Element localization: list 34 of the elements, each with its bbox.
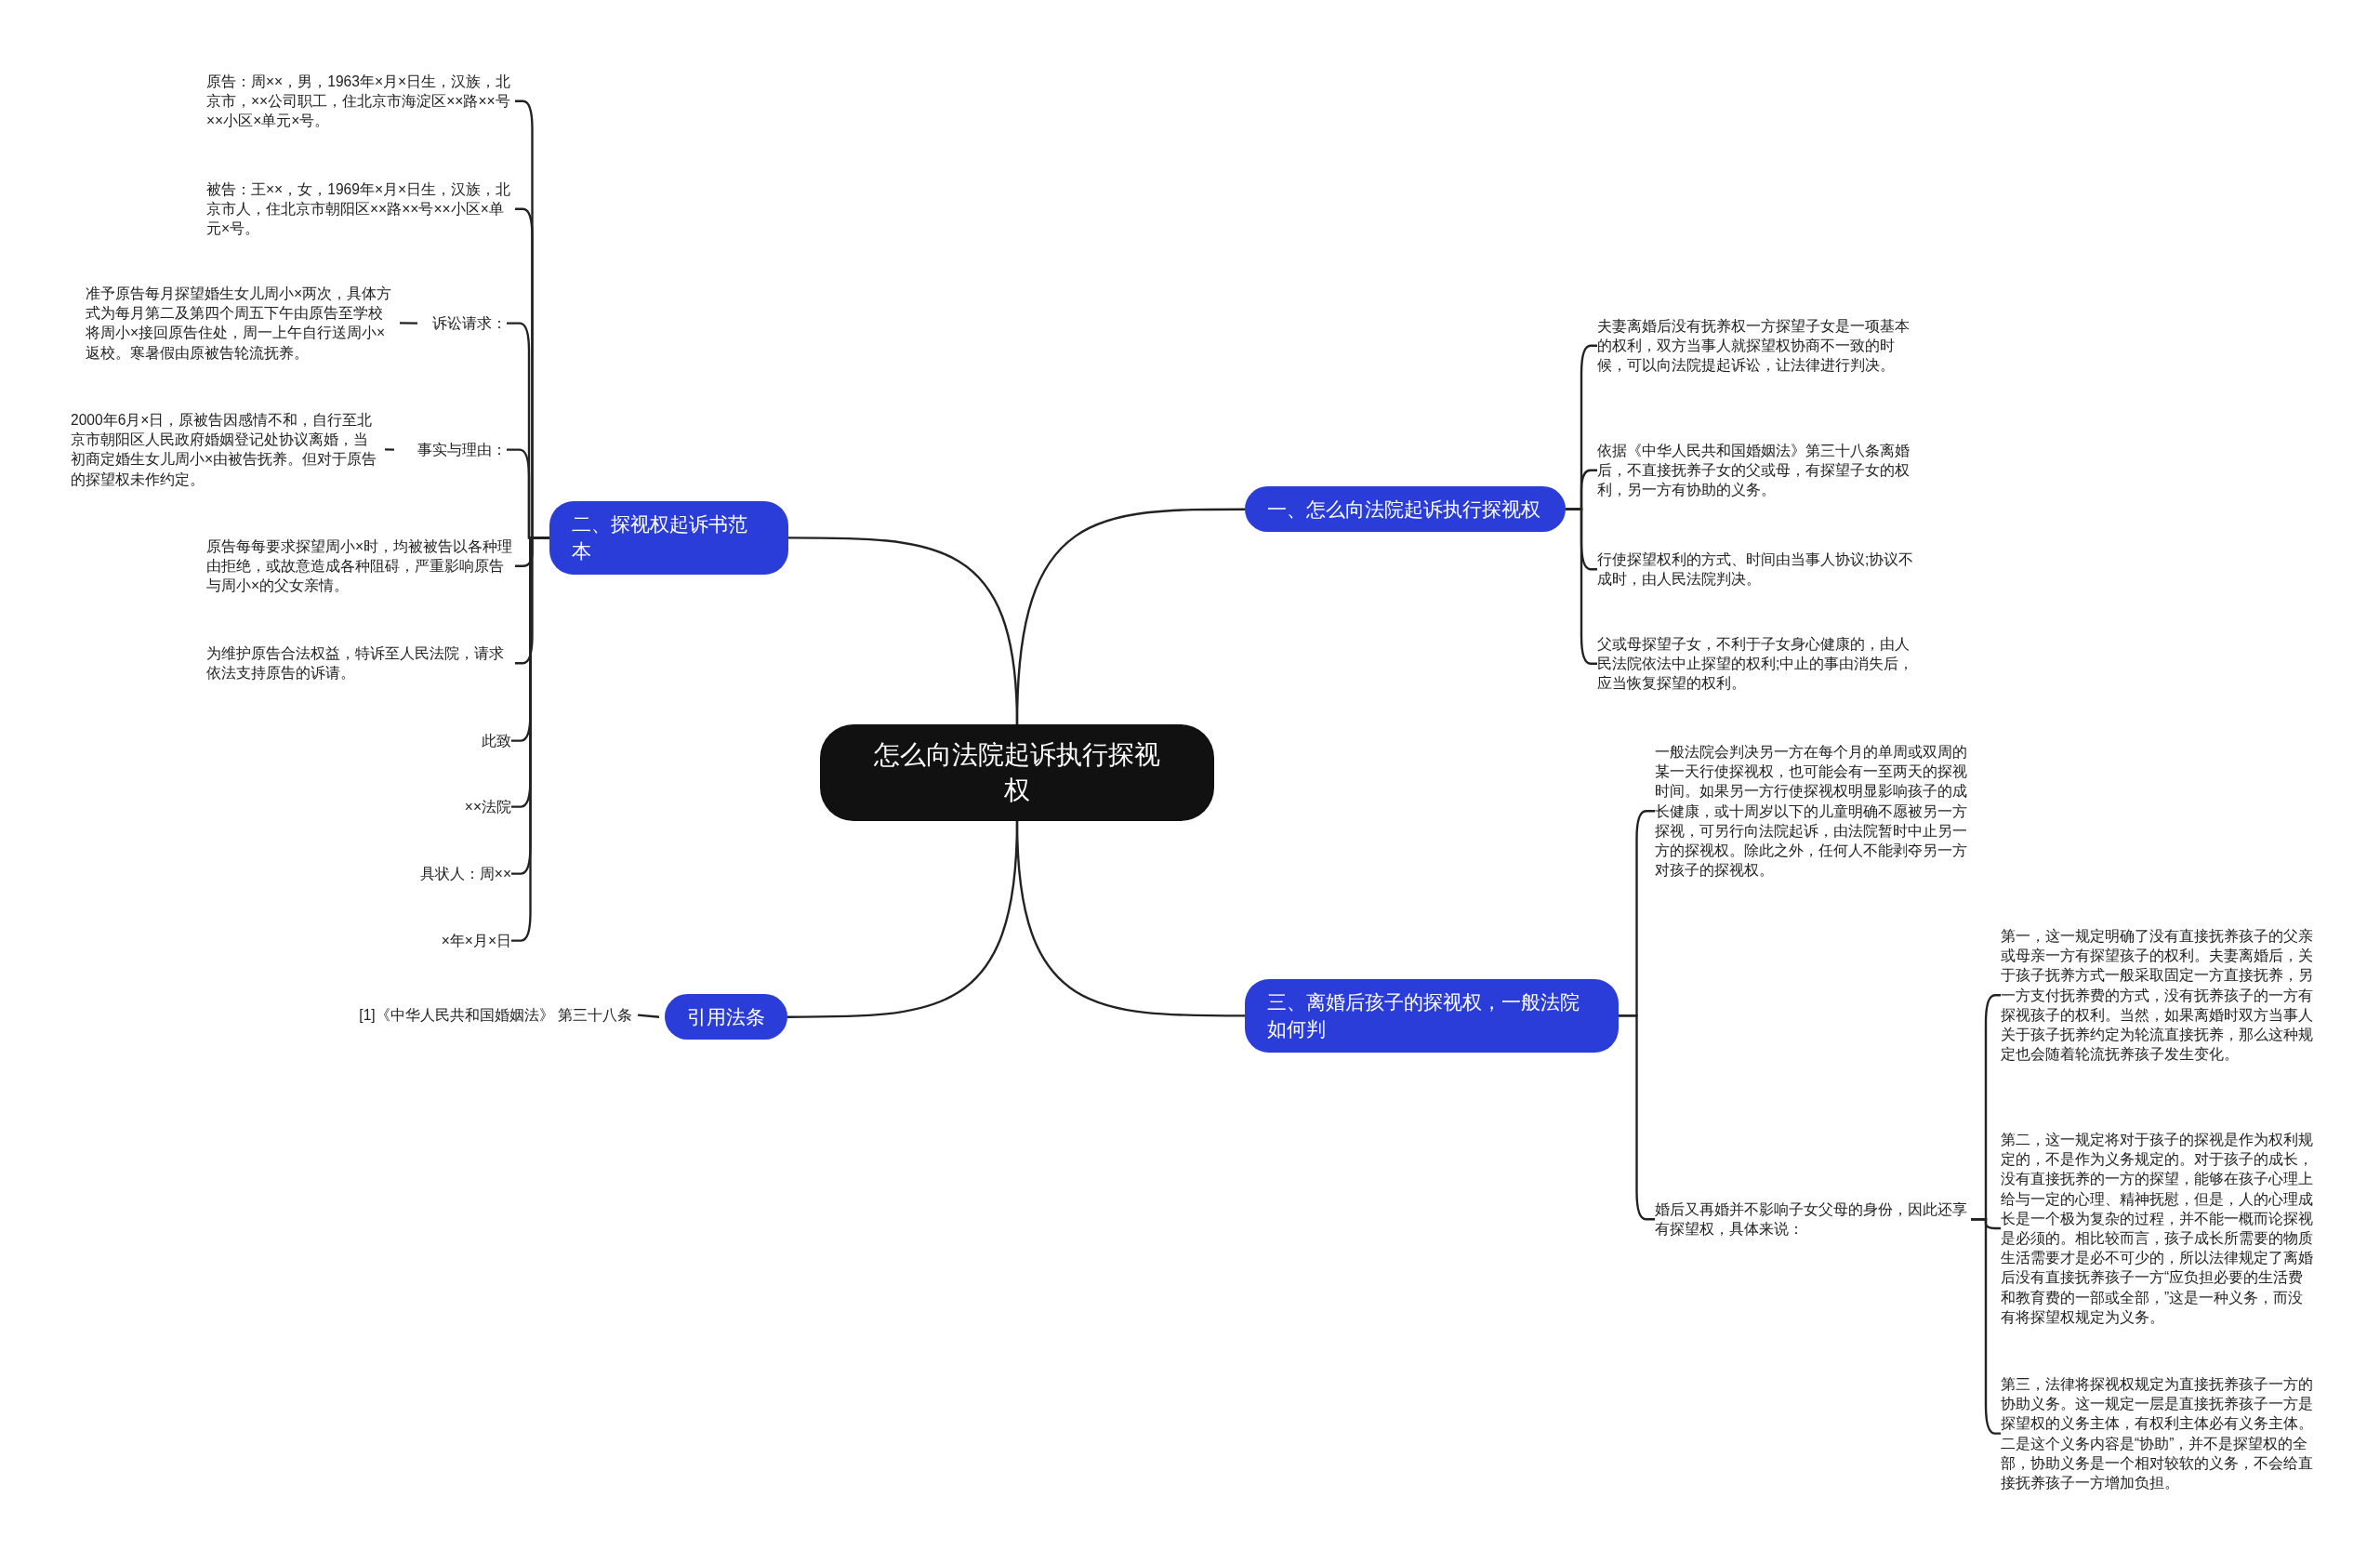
topic-text: ×年×月×日	[372, 931, 511, 951]
topic-text: 第三，法律将探视权规定为直接抚养孩子一方的协助义务。这一规定一层是直接抚养孩子一方是探望权的义务主体，有权利主体必有义务主体。二是这个义务内容是“协助”，并不是探望权的全部，协助义务是一个相对较软的义务，不会给直接抚养孩子一方增加负担。	[2001, 1374, 2317, 1493]
topic-text: 准予原告每月探望婚生女儿周小×两次，具体方式为每月第二及第四个周五下午由原告至学校将周小×接回原告住处，周一上午自行送周小×返校。寒暑假由原被告轮流抚养。	[86, 284, 394, 363]
topic-text: 具状人：周××	[372, 864, 511, 884]
topic-text: 为维护原告合法权益，特诉至人民法院，请求依法支持原告的诉请。	[206, 643, 515, 683]
connector-line	[511, 537, 549, 942]
topic-text: ××法院	[400, 797, 511, 817]
topic-text: 第一，这一规定明确了没有直接抚养孩子的父亲或母亲一方有探望孩子的权利。夫妻离婚后，关于孩子抚养方式一般采取固定一方直接抚养，另一方支付抚养费的方式，没有抚养孩子的一方有探视孩子的权利。当然，如果离婚时双方当事人关于孩子抚养约定为轮流直接抚养，那么这种规定也会随着轮流抚养孩子发生变化。	[2001, 926, 2317, 1065]
topic-text: 依据《中华人民共和国婚姻法》第三十八条离婚后，不直接抚养子女的父或母，有探望子女的权利，另一方有协助的义务。	[1597, 441, 1918, 500]
topic-text: 被告：王××，女，1969年×月×日生，汉族，北京市人，住北京市朝阳区××路××号××小区×单元×号。	[206, 179, 515, 239]
branch-topic-box: 三、离婚后孩子的探视权，一般法院如何判	[1245, 979, 1619, 1053]
connector-line	[1015, 820, 1245, 1017]
connector-line	[1971, 1218, 2001, 1435]
topic-text: 父或母探望子女，不利于子女身心健康的，由人民法院依法中止探望的权利;中止的事由消失后，应当恢复探望的权利。	[1597, 634, 1918, 694]
connector-line	[400, 322, 417, 325]
topic-text: 原告：周××，男，1963年×月×日生，汉族，北京市，××公司职工，住北京市海淀区××路××号××小区×单元×号。	[206, 72, 515, 131]
branch-topic-box: 一、怎么向法院起诉执行探视权	[1245, 486, 1566, 533]
topic-text: 第二，这一规定将对于孩子的探视是作为权利规定的，不是作为义务规定的。对于孩子的成长，没有直接抚养的一方的探望，能够在孩子心理上给与一定的心理、精神抚慰，但是，人的心理成长是一个极为复杂的过程，并不能一概而论探视是必须的。相比较而言，孩子成长所需要的物质生活需要才是必不可少的，所以法律规定了离婚后没有直接抚养孩子一方“应负担必要的生活费和教育费的一部或全部，”这是一种义务，而没有将探望权规定为义务。	[2001, 1130, 2317, 1328]
connector-line	[637, 1014, 660, 1018]
topic-text: 一般法院会判决另一方在每个月的单周或双周的某一天行使探视权，也可能会有一至两天的探视时间。如果另一方行使探视权明显影响孩子的成长健康，或十周岁以下的儿童明确不愿被另一方探视，可另行向法院起诉，由法院暂时中止另一方的探视权。除此之外，任何人不能剥夺另一方对孩子的探视权。	[1655, 742, 1971, 881]
branch-topic-box: 二、探视权起诉书范本	[549, 501, 788, 575]
branch-topic-box: 引用法条	[665, 994, 787, 1040]
topic-text: 原告每每要求探望周小×时，均被被告以各种理由拒绝，或故意造成各种阻碍，严重影响原告与周小×的父女亲情。	[206, 537, 515, 596]
topic-text: 此致	[400, 731, 511, 751]
central-topic-box: 怎么向法院起诉执行探视权	[820, 724, 1214, 821]
topic-text: 婚后又再婚并不影响子女父母的身份，因此还享有探望权，具体来说：	[1655, 1200, 1971, 1239]
topic-text: 事实与理由：	[400, 440, 507, 460]
topic-text: 夫妻离婚后没有抚养权一方探望子女是一项基本的权利，双方当事人就探望权协商不一致的时候，可以向法院提起诉讼，让法律进行判决。	[1597, 316, 1918, 376]
topic-text: 2000年6月×日，原被告因感情不和，自行至北京市朝阳区人民政府婚姻登记处协议离婚，当初商定婚生女儿周小×由被告抚养。但对于原告的探望权未作约定。	[71, 410, 379, 489]
connector-line	[788, 537, 1019, 725]
topic-text: 诉讼请求：	[423, 313, 507, 334]
connector-line	[384, 448, 395, 451]
topic-text: 行使探望权利的方式、时间由当事人协议;协议不成时，由人民法院判决。	[1597, 550, 1918, 590]
topic-text: [1]《中华人民共和国婚姻法》 第三十八条	[307, 1005, 632, 1026]
